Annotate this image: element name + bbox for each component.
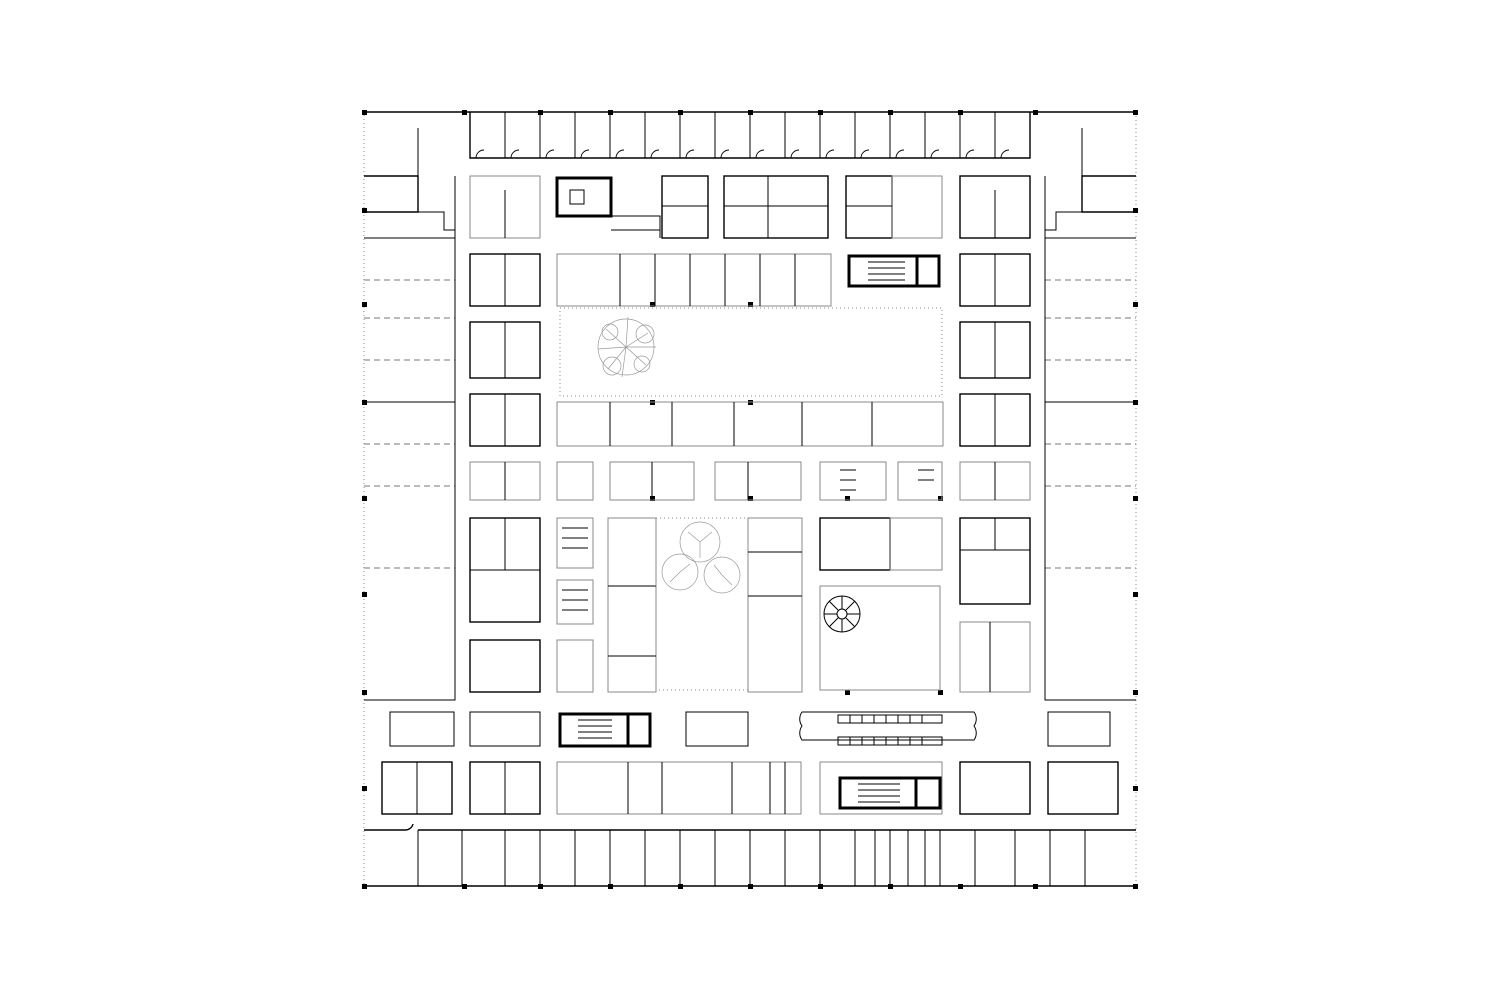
courtyard-north — [559, 307, 943, 397]
lower-west-block — [469, 517, 594, 693]
lobby-strip — [389, 711, 1111, 748]
structural-columns — [362, 110, 1138, 889]
spiral-stair-icon — [823, 595, 861, 633]
side-partitions — [364, 237, 1136, 569]
tree-icon — [597, 316, 656, 378]
escalator-icon — [799, 711, 977, 746]
lower-east-block — [819, 517, 1031, 693]
corridor-walls — [364, 176, 1136, 701]
tree-icon — [661, 521, 741, 594]
perimeter-offices-bottom — [364, 823, 1136, 886]
bottom-row — [381, 761, 1119, 815]
inner-row-1 — [469, 175, 1031, 239]
perimeter-offices-top — [469, 112, 1031, 159]
courtyard-south — [607, 517, 803, 693]
inner-row-3 — [469, 393, 1031, 447]
inner-row-2 — [469, 253, 1031, 379]
stair-icon — [569, 189, 585, 205]
inner-row-4 — [469, 461, 1031, 501]
corner-rooms — [364, 128, 1136, 701]
